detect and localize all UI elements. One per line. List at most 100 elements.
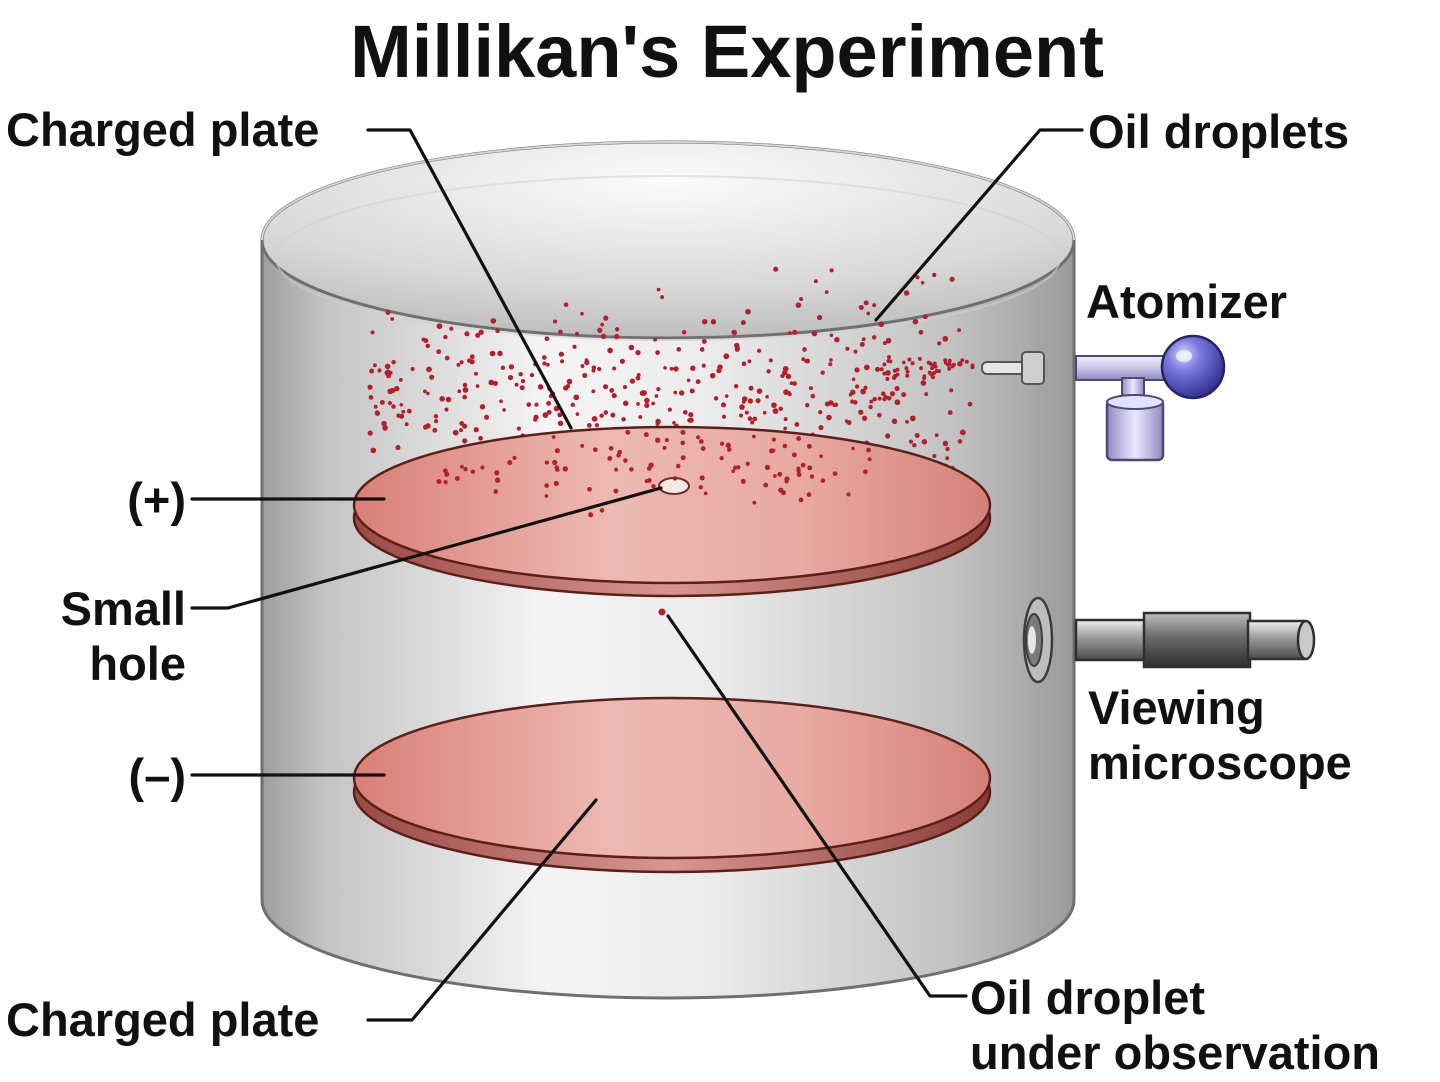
oil-droplet <box>597 327 603 333</box>
oil-droplet <box>672 420 676 425</box>
oil-droplet <box>519 385 525 391</box>
oil-droplet <box>398 377 403 382</box>
oil-droplet <box>489 350 496 357</box>
oil-droplet <box>391 359 396 365</box>
oil-droplet <box>669 366 674 371</box>
oil-droplet <box>454 476 460 481</box>
oil-droplet <box>713 396 719 401</box>
oil-droplet <box>801 357 806 362</box>
oil-droplet <box>622 400 629 407</box>
label-positive: (+) <box>127 473 186 526</box>
oil-droplet <box>459 421 465 426</box>
oil-droplet <box>534 402 539 407</box>
leader-charged-plate-top <box>366 128 573 430</box>
oil-droplet <box>494 477 501 483</box>
oil-droplet <box>470 469 476 474</box>
oil-droplet <box>719 455 724 461</box>
oil-droplet <box>861 337 866 342</box>
oil-droplet <box>462 438 468 444</box>
oil-droplet <box>755 398 761 404</box>
oil-droplet <box>733 384 739 389</box>
oil-droplet <box>459 360 464 365</box>
oil-droplet <box>644 402 650 408</box>
oil-droplet <box>867 457 872 462</box>
oil-droplet <box>580 364 585 368</box>
oil-droplet <box>621 417 626 422</box>
oil-droplet <box>372 363 377 368</box>
oil-droplet <box>863 364 870 371</box>
oil-droplet <box>883 395 889 400</box>
oil-droplet <box>444 471 450 477</box>
oil-droplet <box>932 272 937 278</box>
oil-droplet <box>563 302 569 308</box>
oil-droplet <box>768 358 773 363</box>
oil-droplet <box>741 361 747 367</box>
oil-droplet <box>518 371 523 377</box>
oil-droplet <box>406 408 412 414</box>
oil-droplet <box>690 365 696 371</box>
oil-droplet <box>614 333 620 340</box>
oil-droplet <box>967 401 973 407</box>
oil-droplet <box>922 314 928 320</box>
oil-droplet <box>570 402 575 407</box>
leader-lines <box>190 128 1084 1022</box>
oil-droplet <box>422 389 427 394</box>
oil-droplet <box>508 364 515 370</box>
diagram-title: Millikan's Experiment <box>350 10 1104 93</box>
oil-droplet <box>516 426 521 431</box>
oil-droplet <box>885 433 891 439</box>
oil-droplet <box>443 334 448 340</box>
oil-droplet <box>553 480 559 486</box>
oil-droplet <box>905 373 910 378</box>
oil-droplet <box>695 379 701 385</box>
oil-droplet <box>703 491 708 496</box>
oil-droplet <box>912 443 917 448</box>
oil-droplet <box>942 335 949 342</box>
oil-droplet <box>731 329 737 336</box>
oil-droplet <box>574 331 580 336</box>
oil-droplet <box>653 337 658 342</box>
oil-droplet <box>799 296 804 302</box>
oil-droplet <box>920 280 925 285</box>
oil-droplet <box>379 399 385 405</box>
oil-droplet <box>739 413 743 418</box>
oil-droplet <box>947 358 952 363</box>
oil-droplet <box>824 290 829 294</box>
oil-droplet <box>739 404 745 410</box>
oil-droplet <box>910 361 915 366</box>
oil-droplet <box>592 447 598 453</box>
oil-droplet <box>433 418 439 424</box>
oil-droplet <box>553 405 560 412</box>
oil-droplet <box>580 311 584 316</box>
oil-droplet <box>552 459 558 466</box>
oil-droplet <box>544 460 549 465</box>
oil-droplet <box>377 368 382 373</box>
oil-droplet <box>462 382 468 388</box>
oil-droplet <box>456 362 461 367</box>
oil-droplet <box>673 390 678 395</box>
oil-droplet <box>796 466 801 471</box>
oil-droplet <box>866 311 871 316</box>
oil-droplet <box>600 322 605 327</box>
oil-droplet <box>444 355 450 361</box>
oil-droplet <box>868 404 873 410</box>
oil-droplet <box>772 408 779 414</box>
oil-droplet <box>445 396 452 403</box>
oil-droplet <box>655 418 661 425</box>
oil-droplet <box>682 410 688 415</box>
oil-droplet <box>853 349 858 354</box>
oil-droplet <box>680 455 686 461</box>
oil-droplet <box>644 397 650 404</box>
oil-droplet <box>701 363 706 368</box>
oil-droplet <box>877 396 882 401</box>
oil-droplet <box>709 372 716 379</box>
oil-droplet <box>854 384 860 389</box>
oil-droplet <box>553 319 558 324</box>
oil-droplet <box>643 432 649 438</box>
oil-droplet <box>557 420 564 427</box>
oil-droplet <box>399 402 404 407</box>
oil-droplet <box>773 266 779 272</box>
oil-droplet <box>845 346 850 351</box>
lower-charged-plate <box>352 696 992 874</box>
oil-droplet <box>885 376 890 381</box>
